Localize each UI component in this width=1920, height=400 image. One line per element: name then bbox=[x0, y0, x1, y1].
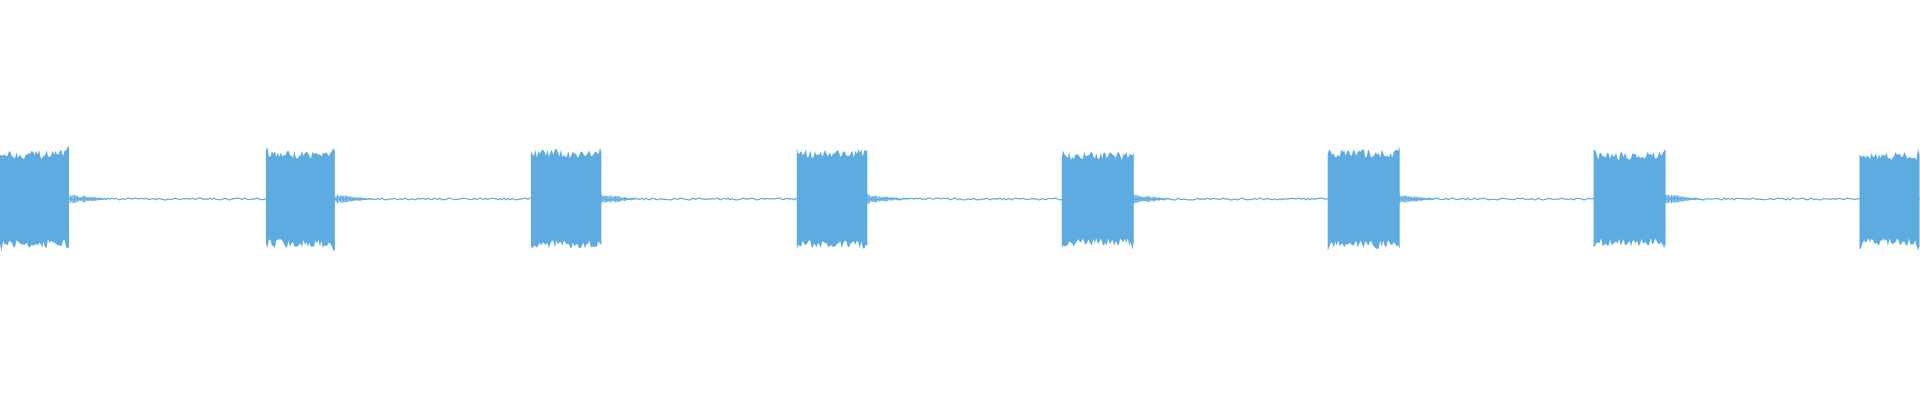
audio-burst-1 bbox=[0, 146, 69, 252]
audio-burst-2 bbox=[265, 147, 335, 251]
audio-burst-8 bbox=[1859, 147, 1920, 251]
burst-tail-4 bbox=[867, 194, 908, 204]
audio-burst-4 bbox=[796, 147, 868, 250]
audio-burst-3 bbox=[530, 148, 602, 249]
audio-burst-7 bbox=[1593, 149, 1666, 249]
burst-tail-1 bbox=[69, 194, 110, 204]
burst-tail-7 bbox=[1665, 194, 1706, 204]
burst-tail-3 bbox=[601, 195, 642, 203]
audio-burst-5 bbox=[1061, 150, 1134, 251]
audio-burst-6 bbox=[1327, 146, 1400, 251]
burst-tail-6 bbox=[1399, 195, 1440, 203]
burst-tail-5 bbox=[1133, 194, 1174, 204]
burst-tail-2 bbox=[335, 194, 376, 204]
